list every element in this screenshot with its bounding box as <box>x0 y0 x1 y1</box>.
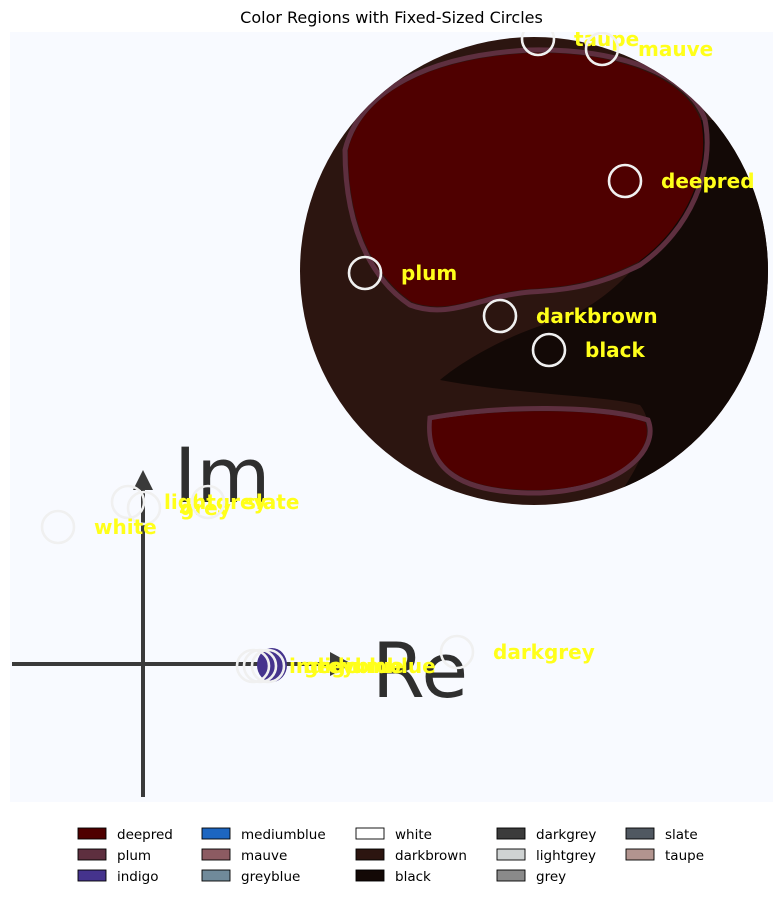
marker-circle-greyblue <box>250 648 286 684</box>
marker-circle-grey <box>126 490 162 526</box>
legend-swatch-taupe <box>625 848 655 861</box>
marker-circle-black <box>531 332 567 368</box>
marker-label-indigo: indigo <box>289 654 359 678</box>
legend-label-darkbrown: darkbrown <box>395 848 467 864</box>
sphere-deepred-lower-region <box>431 411 647 491</box>
legend-swatch-greyblue <box>201 869 231 882</box>
marker-label-lightgrey: lightgrey <box>164 490 267 514</box>
legend-label-grey: grey <box>536 869 566 885</box>
legend-swatch-lightgrey <box>496 848 526 861</box>
imaginary-axis-label: Im <box>174 431 270 520</box>
marker-circle-lightgrey <box>110 484 146 520</box>
marker-label-taupe: taupe <box>574 27 639 51</box>
sphere-plum-lower-region <box>427 405 653 496</box>
marker-circle-darkbrown <box>482 298 518 334</box>
sphere-deepred-region <box>348 52 704 307</box>
legend-label-deepred: deepred <box>117 827 173 843</box>
marker-circle-indigo <box>235 648 271 684</box>
marker-label-white: white <box>94 515 157 539</box>
marker-label-mauve: mauve <box>638 37 713 61</box>
legend-label-lightgrey: lightgrey <box>536 848 596 864</box>
marker-label-mediumblue: mediumblue <box>296 654 436 678</box>
marker-label-darkgrey: darkgrey <box>493 640 595 664</box>
legend-label-taupe: taupe <box>665 848 704 864</box>
legend-swatch-mediumblue <box>201 827 231 840</box>
real-axis-label: Re <box>372 626 468 715</box>
legend: deepred plum indigo mediumblue mauve greyblue… <box>77 827 704 885</box>
legend-swatch-deepred <box>77 827 107 840</box>
real-axis-arrowhead <box>330 652 352 676</box>
legend-swatch-plum <box>77 848 107 861</box>
chart-title: Color Regions with Fixed-Sized Circles <box>240 8 543 27</box>
legend-swatch-darkgrey <box>496 827 526 840</box>
marker-label-slate: slate <box>244 490 299 514</box>
legend-swatch-grey <box>496 869 526 882</box>
legend-label-slate: slate <box>665 827 698 843</box>
legend-label-mauve: mauve <box>241 848 287 864</box>
marker-label-plum: plum <box>401 261 457 285</box>
legend-swatch-slate <box>625 827 655 840</box>
marker-circle-taupe <box>520 32 556 57</box>
legend-swatch-darkbrown <box>355 848 385 861</box>
marker-circle-mediumblue <box>242 648 278 684</box>
marker-label-darkbrown: darkbrown <box>536 304 658 328</box>
marker-label-deepred: deepred <box>661 169 755 193</box>
marker-circle-plum <box>347 255 383 291</box>
marker-circle-darkgrey <box>439 634 475 670</box>
imaginary-axis-arrowhead <box>133 470 153 490</box>
marker-circle-mauve <box>584 32 620 67</box>
legend-label-indigo: indigo <box>117 869 158 885</box>
marker-label-greyblue: greyblue <box>304 654 404 678</box>
marker-circle-deepred <box>607 163 643 199</box>
sphere-black-region <box>440 120 768 505</box>
legend-swatch-black <box>355 869 385 882</box>
legend-label-plum: plum <box>117 848 151 864</box>
legend-swatch-indigo <box>77 869 107 882</box>
legend-label-mediumblue: mediumblue <box>241 827 326 843</box>
legend-label-black: black <box>395 869 431 885</box>
sphere-image <box>300 37 768 505</box>
legend-label-darkgrey: darkgrey <box>536 827 596 843</box>
marker-circle-white <box>40 509 76 545</box>
legend-label-greyblue: greyblue <box>241 869 300 885</box>
sphere-plum-region <box>342 47 710 313</box>
legend-label-white: white <box>395 827 432 843</box>
marker-circle-slate <box>190 484 226 520</box>
marker-label-black: black <box>585 338 646 362</box>
legend-swatch-mauve <box>201 848 231 861</box>
legend-swatch-white <box>355 827 385 840</box>
